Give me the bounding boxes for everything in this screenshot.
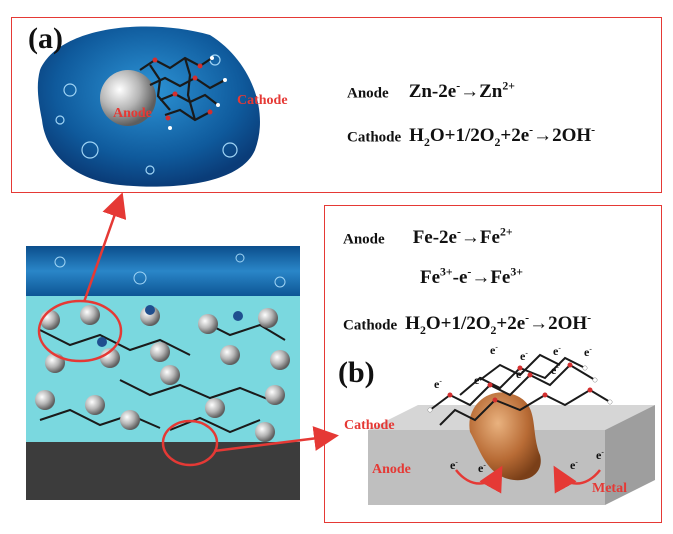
block-cathode-label: Cathode: [344, 418, 395, 433]
panel-b-label: (b): [338, 356, 375, 389]
panel-a-frame: [11, 17, 662, 193]
cathode-tag: Cathode: [347, 129, 402, 146]
electron-label: e-: [596, 447, 604, 462]
electron-label: e-: [553, 343, 561, 358]
panel-a-anode-equation: Anode Zn-2e-→Zn2+: [347, 80, 515, 103]
panel-a-cathode-equation: Cathode H2O+1/2O2+2e-→2OH-: [347, 124, 596, 150]
panel-a-label: (a): [28, 22, 63, 55]
cathode-tag-b: Cathode: [343, 317, 398, 334]
anode-tag-b: Anode: [343, 231, 385, 248]
droplet-illustration: [37, 26, 260, 187]
panel-b-frame: [324, 205, 662, 523]
anode-tag: Anode: [347, 85, 389, 102]
panel-b-anode-equation: Anode Fe-2e-→Fe2+: [343, 226, 513, 249]
droplet-cathode-label: Cathode: [237, 93, 288, 108]
electron-label: e-: [478, 460, 486, 475]
electron-label: e-: [584, 344, 592, 359]
electron-label: e-: [551, 362, 559, 377]
coating-cross-section: [26, 192, 339, 500]
electron-label: e-: [450, 457, 458, 472]
electron-label: e-: [520, 348, 528, 363]
electron-label: e-: [474, 372, 482, 387]
electron-label: e-: [434, 376, 442, 391]
electron-label: e-: [516, 366, 524, 381]
block-anode-label: Anode: [372, 462, 411, 477]
droplet-anode-label: Anode: [113, 106, 152, 121]
panel-b-cathode-equation: Cathode H2O+1/2O2+2e-→2OH-: [343, 312, 592, 338]
panel-b-fe3-equation: Fe3+-e-→Fe3+: [420, 266, 523, 289]
electron-label: e-: [490, 342, 498, 357]
block-metal-label: Metal: [592, 481, 627, 496]
electron-label: e-: [570, 457, 578, 472]
metal-block-illustration: [368, 353, 655, 505]
